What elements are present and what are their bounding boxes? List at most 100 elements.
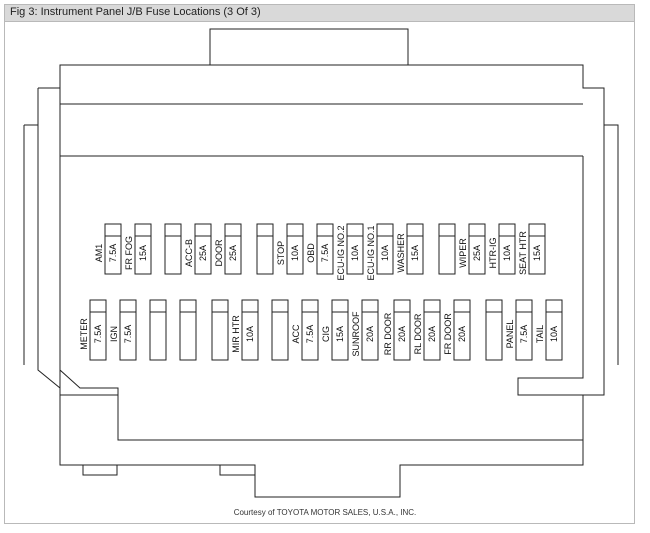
- fuse-cell: [393, 299, 411, 361]
- fuse-cell: [224, 223, 242, 275]
- fuse-cell: [453, 299, 471, 361]
- fuse-slot: 10A MIR HTR: [231, 299, 259, 361]
- fuse-cell: [438, 223, 456, 275]
- fuse-rating: 7.5A: [108, 244, 118, 263]
- fuse-name: RL DOOR: [413, 313, 423, 354]
- fuse-slot: 10A STOP: [276, 223, 304, 275]
- left-rail: [24, 124, 61, 389]
- fuse-cell: [376, 223, 394, 275]
- fuse-rating: 7.5A: [93, 325, 103, 344]
- fuse-slot: [149, 299, 167, 361]
- fuse-name: RR DOOR: [383, 312, 393, 355]
- fuse-name: FR DOOR: [443, 313, 453, 355]
- fuse-cell: [256, 223, 274, 275]
- fuse-cell: [316, 223, 334, 275]
- fuse-cell: [179, 299, 197, 361]
- fuse-rating: 20A: [457, 326, 467, 342]
- fuse-name: MIR HTR: [231, 315, 241, 353]
- fuse-cell: [194, 223, 212, 275]
- fuse-slot: 7.5A OBD: [306, 223, 334, 275]
- fuse-name: ACC-B: [184, 239, 194, 267]
- fuse-cell: [149, 299, 167, 361]
- fuse-rating: 15A: [335, 326, 345, 342]
- fuse-cell: [528, 223, 546, 275]
- fuse-name: STOP: [276, 241, 286, 265]
- fuse-name: PANEL: [505, 320, 515, 349]
- fuse-slot: [271, 299, 289, 361]
- fuse-slot: [211, 299, 229, 361]
- fuse-rating: 25A: [228, 245, 238, 261]
- fuse-rating: 7.5A: [123, 325, 133, 344]
- fuse-cell: [468, 223, 486, 275]
- fuse-rating: 10A: [549, 326, 559, 342]
- housing-outline: [59, 64, 605, 498]
- fuse-slot: 15A SEAT HTR: [518, 223, 546, 275]
- figure-frame: Fig 3: Instrument Panel J/B Fuse Locatio…: [4, 4, 635, 524]
- fuse-slot: 10A TAIL: [535, 299, 563, 361]
- fuse-cell: [164, 223, 182, 275]
- fuse-slot: [256, 223, 274, 275]
- fuse-name: OBD: [306, 243, 316, 263]
- fuse-slot: 20A RR DOOR: [383, 299, 411, 361]
- fuse-rating: 15A: [410, 245, 420, 261]
- fuse-name: SEAT HTR: [518, 231, 528, 275]
- fuse-rating: 7.5A: [320, 244, 330, 263]
- fuse-name: ACC: [291, 324, 301, 344]
- fuse-name: METER: [79, 318, 89, 350]
- fuse-rating: 10A: [502, 245, 512, 261]
- fuse-cell: [301, 299, 319, 361]
- fuse-name: CIG: [321, 326, 331, 342]
- fuse-rating: 20A: [365, 326, 375, 342]
- fuse-slot: 25A ACC-B: [184, 223, 212, 275]
- fuse-slot: 15A CIG: [321, 299, 349, 361]
- fuse-rating: 15A: [532, 245, 542, 261]
- top-connector-tab: [209, 28, 409, 66]
- fuse-name: TAIL: [535, 325, 545, 343]
- fuse-cell: [361, 299, 379, 361]
- mid-foot: [219, 464, 256, 476]
- fuse-rating: 10A: [380, 245, 390, 261]
- fuse-slot: 7.5A IGN: [109, 299, 137, 361]
- fuse-rating: 20A: [397, 326, 407, 342]
- fuse-rating: 20A: [427, 326, 437, 342]
- fuse-name: WIPER: [458, 238, 468, 268]
- fuse-cell: [346, 223, 364, 275]
- courtesy-credit: Courtesy of TOYOTA MOTOR SALES, U.S.A., …: [233, 508, 417, 517]
- fuse-cell: [119, 299, 137, 361]
- fuse-cell: [423, 299, 441, 361]
- fuse-name: IGN: [109, 326, 119, 342]
- fuse-rating: 10A: [290, 245, 300, 261]
- fuse-slot: 10A HTR-IG: [488, 223, 516, 275]
- fuse-rating: 7.5A: [305, 325, 315, 344]
- fuse-slot: 25A DOOR: [214, 223, 242, 275]
- bottom-fuse-row: 7.5A METER 7.5A IGN 10A MIR HTR 7.5A ACC 15A CIG 2…: [79, 299, 563, 361]
- fuse-name: FR FOG: [124, 236, 134, 270]
- fuse-cell: [406, 223, 424, 275]
- fuse-rating: 25A: [198, 245, 208, 261]
- fuse-slot: [438, 223, 456, 275]
- fuse-cell: [515, 299, 533, 361]
- fuse-cell: [286, 223, 304, 275]
- fuse-slot: 7.5A METER: [79, 299, 107, 361]
- fuse-cell: [211, 299, 229, 361]
- figure-title-bar: Fig 3: Instrument Panel J/B Fuse Locatio…: [5, 5, 634, 22]
- fuse-rating: 10A: [245, 326, 255, 342]
- right-rail: [604, 124, 619, 365]
- left-foot: [82, 464, 118, 476]
- fuse-name: WASHER: [396, 233, 406, 273]
- fuse-slot: [164, 223, 182, 275]
- fuse-cell: [104, 223, 122, 275]
- fuse-name: ECU-IG NO.2: [336, 225, 346, 280]
- fuse-name: DOOR: [214, 239, 224, 267]
- fuse-name: HTR-IG: [488, 238, 498, 269]
- fuse-slot: 20A FR DOOR: [443, 299, 471, 361]
- fuse-cell: [241, 299, 259, 361]
